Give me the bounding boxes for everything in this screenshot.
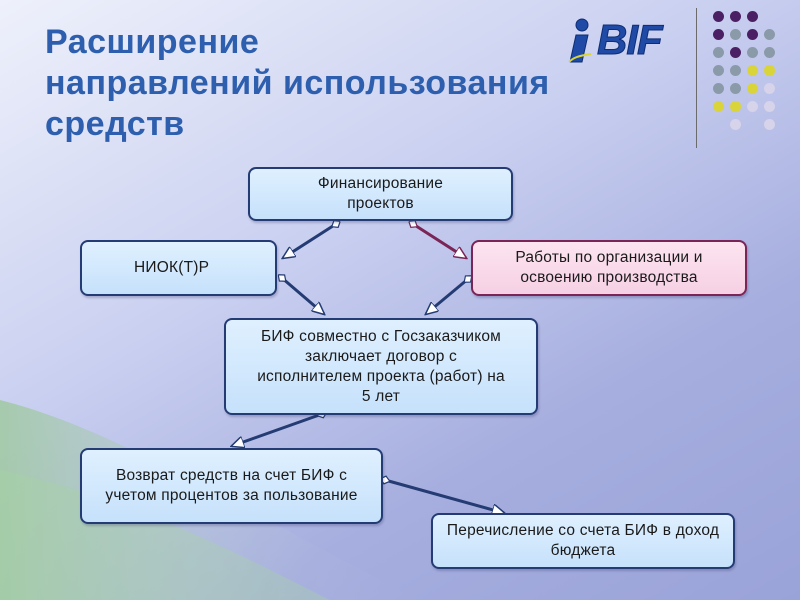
dot [747,11,758,22]
dot [747,65,758,76]
dot [747,83,758,94]
node-production-label: Работы по организации и освоению произво… [515,249,703,286]
dot [713,11,724,22]
dot [764,83,775,94]
dot [730,119,741,130]
dot [730,101,741,112]
divider-line [696,8,697,148]
dot [747,29,758,40]
dot [764,65,775,76]
dot [730,29,741,40]
node-financing: Финансирование проектов [248,167,513,221]
title-line-2: направлений использования [45,64,550,102]
dot [764,47,775,58]
node-niokr: НИОК(Т)Р [80,240,277,296]
connector-production-to-contract [426,279,468,314]
connector-financing-to-niokr [283,224,336,258]
connector-contract-to-return [232,414,322,446]
dot [730,11,741,22]
info-i-icon [567,18,593,63]
dot [713,47,724,58]
dot [713,83,724,94]
node-return-label: Возврат средств на счет БИФ с учетом про… [105,467,358,504]
bif-logo: BIF [567,14,692,66]
dot [730,47,741,58]
node-transfer-label: Перечисление со счета БИФ в доход бюджет… [446,522,720,559]
node-contract-label: БИФ совместно с Госзаказчиком заключает … [257,327,505,405]
node-production: Работы по организации и освоению произво… [471,240,747,296]
dot [764,29,775,40]
dot [764,119,775,130]
node-financing-label: Финансирование проектов [317,175,444,212]
dot [764,101,775,112]
logo-text: BIF [597,16,664,64]
dot [713,29,724,40]
decorative-dots [707,7,787,132]
title-line-1: Расширение [45,23,260,61]
title-line-3: средств [45,105,185,143]
dot [747,47,758,58]
dot [713,65,724,76]
node-return: Возврат средств на счет БИФ с учетом про… [80,448,383,524]
node-transfer: Перечисление со счета БИФ в доход бюджет… [431,513,735,569]
connector-return-to-transfer [385,480,504,513]
dot [747,101,758,112]
dot [730,65,741,76]
connector-niokr-to-contract [282,278,324,314]
slide-title: Расширение направлений использования сре… [45,22,605,145]
dot [713,101,724,112]
connector-financing-to-production [413,224,466,258]
node-contract: БИФ совместно с Госзаказчиком заключает … [224,318,538,415]
dot [730,83,741,94]
node-niokr-label: НИОК(Т)Р [134,259,210,276]
